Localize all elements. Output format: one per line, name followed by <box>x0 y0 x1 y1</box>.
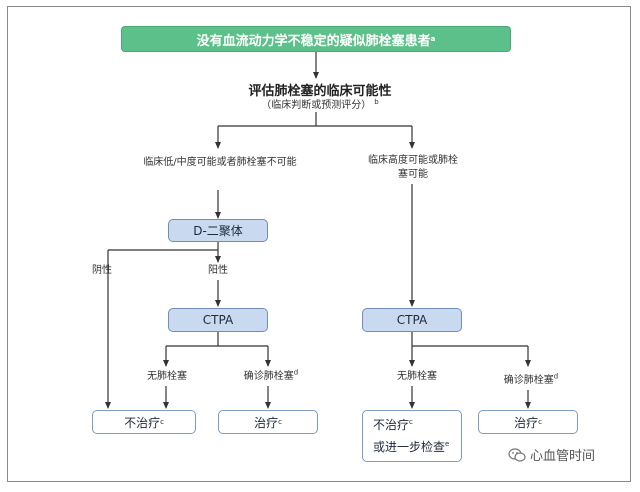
branch-low-label: 临床低/中度可能或者肺栓塞不可能 <box>143 157 297 168</box>
ctpa-left-box: CTPA <box>168 308 268 332</box>
branch-high-line1: 临床高度可能或肺栓 <box>368 155 458 166</box>
confirmed-left-sup: d <box>293 368 299 377</box>
assess-title: 评估肺栓塞的临床可能性 <box>248 84 392 99</box>
treat-1-text: 治疗 <box>254 415 279 430</box>
wechat-icon <box>508 447 526 462</box>
ddimer-box: D-二聚体 <box>168 219 268 242</box>
branch-high-line2: 塞可能 <box>398 169 428 180</box>
negative-label: 阴性 <box>92 265 112 276</box>
assess-sup: b <box>374 97 379 106</box>
confirmed-left-label: 确诊肺栓塞d <box>234 368 308 384</box>
no-treat-2-line1: 不治疗c <box>373 414 413 436</box>
assess-subtitle-text: （临床判断或预测评分） <box>261 100 372 111</box>
ctpa-right-box: CTPA <box>362 308 462 332</box>
positive-label: 阳性 <box>208 265 228 276</box>
figure-frame <box>7 6 631 482</box>
no-pe-right-label: 无肺栓塞 <box>397 371 437 382</box>
no-pe-left-label: 无肺栓塞 <box>147 371 187 382</box>
confirmed-right-label: 确诊肺栓塞d <box>494 372 568 388</box>
watermark: 心血管时间 <box>508 445 595 464</box>
no-treat-2-sup2: e <box>445 440 450 448</box>
confirmed-right-sup: d <box>553 372 559 381</box>
no-treat-2-line1-text: 不治疗 <box>373 418 410 432</box>
branch-high-label: 临床高度可能或肺栓 塞可能 <box>358 154 468 182</box>
no-treat-2-line2: 或进一步检查e <box>373 436 449 458</box>
watermark-text: 心血管时间 <box>530 449 596 464</box>
assess-subtitle: （临床判断或预测评分）b <box>250 96 390 111</box>
no-treat-1-text: 不治疗 <box>124 415 161 430</box>
no-treat-box-2: 不治疗c 或进一步检查e <box>362 410 462 462</box>
treat-2-text: 治疗 <box>514 415 539 430</box>
no-treat-2-sup1: c <box>409 418 413 426</box>
confirmed-left-text: 确诊肺栓塞 <box>243 371 294 382</box>
no-treat-2-line2-text: 或进一步检查 <box>373 440 446 454</box>
confirmed-right-text: 确诊肺栓塞 <box>503 375 554 386</box>
start-text: 没有血流动力学不稳定的疑似肺栓塞患者 <box>196 33 431 49</box>
